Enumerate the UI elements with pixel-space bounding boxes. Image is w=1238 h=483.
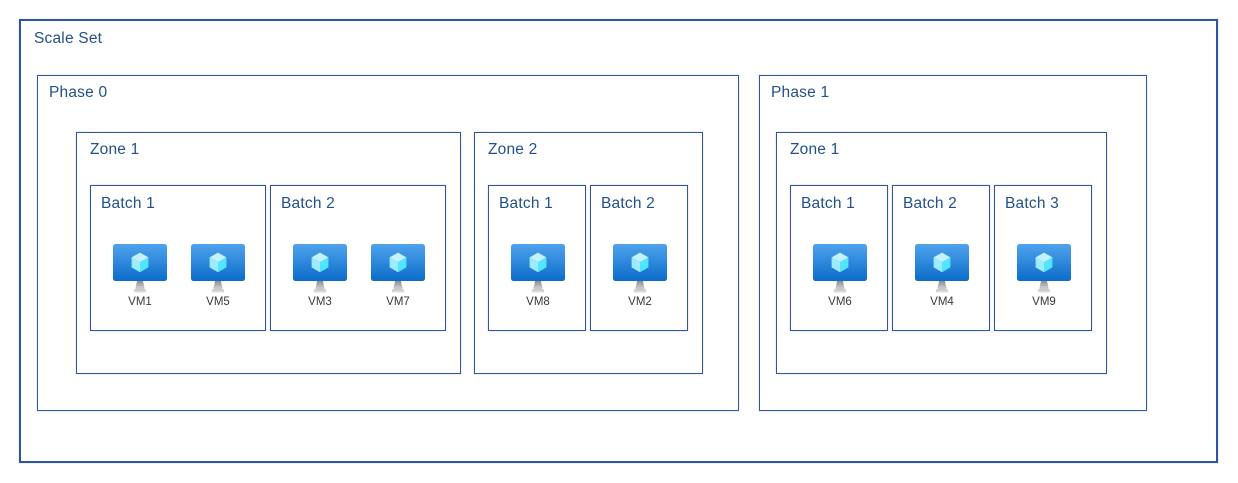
vm-item: VM1 xyxy=(101,244,179,309)
vms-row: VM6 xyxy=(801,244,879,309)
batch-title: Batch 1 xyxy=(499,195,553,212)
vm-label: VM1 xyxy=(128,296,152,308)
azure-vm-icon xyxy=(371,244,425,294)
azure-vm-icon xyxy=(113,244,167,294)
zone-box: Zone 1 Batch 1 xyxy=(776,132,1107,374)
batches-row: Batch 1 xyxy=(488,185,688,331)
batch-box: Batch 1 xyxy=(488,185,586,331)
vm-label: VM5 xyxy=(206,296,230,308)
scale-set-box: Scale Set Phase 0 Zone 1 Batch 1 xyxy=(19,19,1218,463)
vms-row: VM4 xyxy=(903,244,981,309)
batch-box: Batch 2 xyxy=(590,185,688,331)
zone-title: Zone 2 xyxy=(488,141,538,158)
vm-label: VM7 xyxy=(386,296,410,308)
phase-title: Phase 0 xyxy=(49,84,108,101)
batch-title: Batch 3 xyxy=(1005,195,1059,212)
batch-box: Batch 2 xyxy=(892,185,990,331)
batch-title: Batch 1 xyxy=(101,195,155,212)
vm-label: VM8 xyxy=(526,296,550,308)
azure-vm-icon xyxy=(1017,244,1071,294)
vm-label: VM9 xyxy=(1032,296,1056,308)
vm-label: VM4 xyxy=(930,296,954,308)
batch-box: Batch 1 xyxy=(790,185,888,331)
vm-item: VM4 xyxy=(903,244,981,309)
azure-vm-icon xyxy=(915,244,969,294)
batch-box: Batch 2 xyxy=(270,185,446,331)
phase-box: Phase 0 Zone 1 Batch 1 xyxy=(37,75,739,411)
zone-box: Zone 2 Batch 1 xyxy=(474,132,703,374)
zones-row: Zone 1 Batch 1 xyxy=(776,132,1107,374)
zone-title: Zone 1 xyxy=(790,141,840,158)
vm-item: VM3 xyxy=(281,244,359,309)
azure-vm-icon xyxy=(293,244,347,294)
batches-row: Batch 1 xyxy=(790,185,1092,331)
vms-row: VM2 xyxy=(601,244,679,309)
batch-box: Batch 3 xyxy=(994,185,1092,331)
azure-vm-icon xyxy=(191,244,245,294)
vm-item: VM9 xyxy=(1005,244,1083,309)
phases-row: Phase 0 Zone 1 Batch 1 xyxy=(37,75,1216,411)
vm-item: VM8 xyxy=(499,244,577,309)
vms-row: VM1 VM5 xyxy=(101,244,257,309)
zone-box: Zone 1 Batch 1 xyxy=(76,132,461,374)
azure-vm-icon xyxy=(613,244,667,294)
vm-label: VM2 xyxy=(628,296,652,308)
vm-item: VM7 xyxy=(359,244,437,309)
vm-item: VM2 xyxy=(601,244,679,309)
batch-title: Batch 2 xyxy=(903,195,957,212)
batch-title: Batch 2 xyxy=(281,195,335,212)
scale-set-title: Scale Set xyxy=(34,30,103,47)
phase-title: Phase 1 xyxy=(771,84,830,101)
vm-label: VM3 xyxy=(308,296,332,308)
vm-item: VM6 xyxy=(801,244,879,309)
batch-title: Batch 2 xyxy=(601,195,655,212)
vm-label: VM6 xyxy=(828,296,852,308)
vm-item: VM5 xyxy=(179,244,257,309)
azure-vm-icon xyxy=(511,244,565,294)
zone-title: Zone 1 xyxy=(90,141,140,158)
batch-title: Batch 1 xyxy=(801,195,855,212)
phase-box: Phase 1 Zone 1 Batch 1 xyxy=(759,75,1147,411)
batch-box: Batch 1 xyxy=(90,185,266,331)
vms-row: VM9 xyxy=(1005,244,1083,309)
batches-row: Batch 1 xyxy=(90,185,446,331)
vms-row: VM3 VM7 xyxy=(281,244,437,309)
azure-vm-icon xyxy=(813,244,867,294)
zones-row: Zone 1 Batch 1 xyxy=(76,132,703,374)
vms-row: VM8 xyxy=(499,244,577,309)
